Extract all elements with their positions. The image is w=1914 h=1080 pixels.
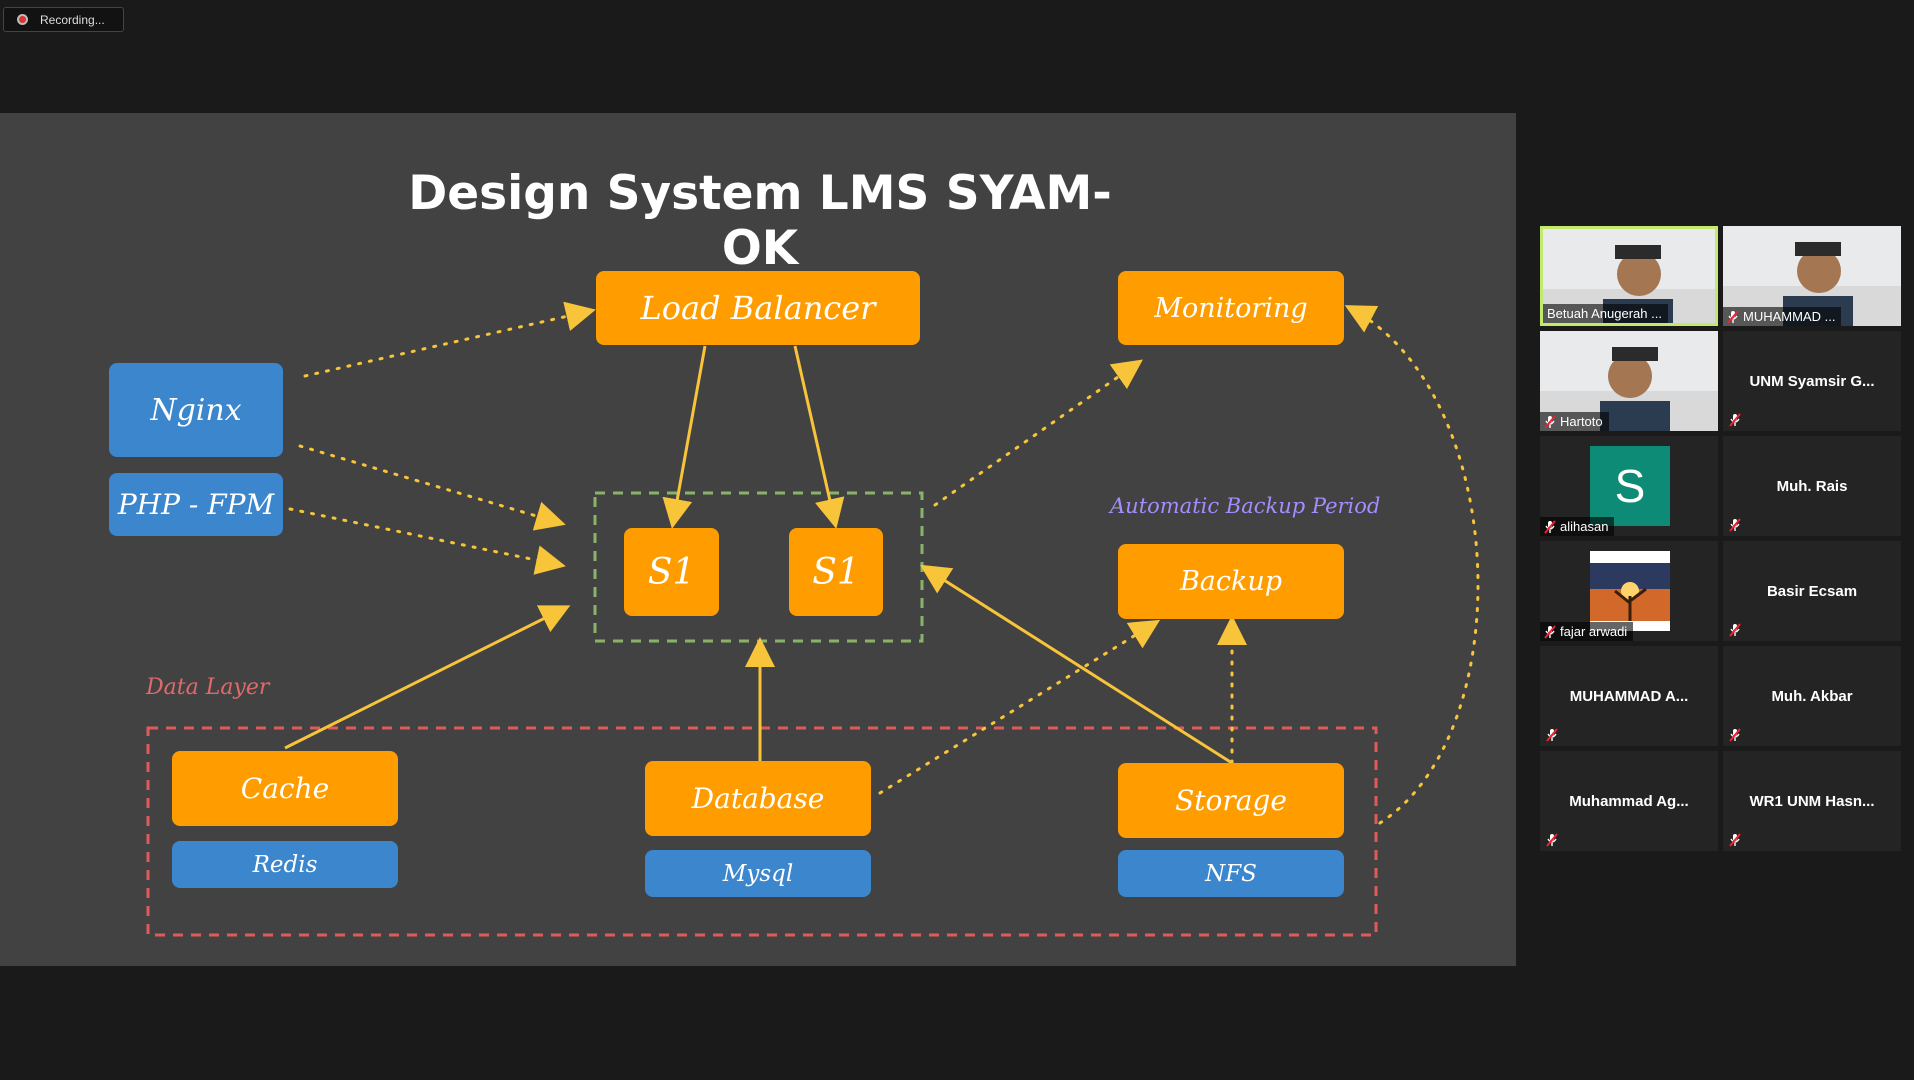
arrow-lb-s1b	[793, 345, 845, 529]
mic-muted-icon	[1546, 728, 1558, 742]
participant-name: Muhammad Ag...	[1569, 792, 1689, 810]
mic-muted-icon	[1729, 833, 1741, 847]
mic-muted-icon	[1729, 413, 1741, 427]
participant-tile[interactable]: Muh. Akbar	[1723, 646, 1901, 746]
php-fpm-box: PHP - FPM	[109, 473, 283, 536]
participant-name-strip: alihasan	[1540, 517, 1615, 536]
arrow-nginx-lb	[303, 301, 596, 378]
diagram-connectors	[146, 301, 1480, 937]
arrow-php-servers	[288, 507, 566, 575]
participant-name: fajar arwadi	[1560, 624, 1628, 639]
mic-muted-icon	[1544, 414, 1556, 429]
arrow-cache-servers	[284, 605, 571, 750]
avatar: S	[1590, 446, 1670, 526]
participant-tile[interactable]: Betuah Anugerah ...	[1540, 226, 1718, 326]
participant-name-strip: Betuah Anugerah ...	[1543, 304, 1668, 323]
arrow-db-backup	[878, 619, 1161, 795]
participant-name: Hartoto	[1560, 414, 1603, 429]
participant-name: WR1 UNM Hasn...	[1749, 792, 1875, 810]
cache-box: Cache	[172, 751, 398, 826]
recording-label: Recording...	[40, 12, 105, 27]
mic-muted-icon	[1544, 519, 1556, 534]
slide-title: Design System LMS SYAM-OK	[408, 166, 1112, 276]
participant-name: alihasan	[1560, 519, 1609, 534]
participant-tile[interactable]: MUHAMMAD ...	[1723, 226, 1901, 326]
participant-tile[interactable]: Hartoto	[1540, 331, 1718, 431]
participant-video	[1540, 331, 1718, 431]
backup-box: Backup	[1118, 544, 1344, 619]
record-icon	[17, 14, 28, 25]
nfs-box: NFS	[1118, 850, 1344, 897]
participant-name: Muh. Akbar	[1771, 687, 1853, 705]
arrow-lb-s1a	[662, 345, 707, 529]
recording-indicator[interactable]: Recording...	[3, 7, 124, 32]
participant-tile[interactable]: MUHAMMAD A...	[1540, 646, 1718, 746]
mic-muted-icon	[1729, 518, 1741, 532]
participant-name: Basir Ecsam	[1766, 582, 1858, 600]
data-layer-label: Data Layer	[146, 675, 270, 700]
mic-muted-icon	[1544, 624, 1556, 639]
mic-muted-icon	[1729, 728, 1741, 742]
arrow-storage-servers	[919, 564, 1233, 765]
database-box: Database	[645, 761, 871, 836]
participant-name: MUHAMMAD ...	[1743, 309, 1836, 324]
participant-tile[interactable]: UNM Syamsir G...	[1723, 331, 1901, 431]
participant-tile[interactable]: Muhammad Ag...	[1540, 751, 1718, 851]
participant-name: Muh. Rais	[1776, 477, 1848, 495]
participant-name-strip: Hartoto	[1540, 412, 1609, 431]
participant-name-strip: MUHAMMAD ...	[1723, 307, 1842, 326]
participant-name-strip: fajar arwadi	[1540, 622, 1634, 641]
arrow-servers-monitoring	[933, 359, 1143, 507]
storage-box: Storage	[1118, 763, 1344, 838]
mysql-box: Mysql	[645, 850, 871, 897]
participant-tile[interactable]: Muh. Rais	[1723, 436, 1901, 536]
server-box-2: S1	[789, 528, 883, 616]
shared-slide: Design System LMS SYAM-OK Load Balancer …	[0, 113, 1516, 966]
participant-name: Betuah Anugerah ...	[1547, 306, 1662, 321]
participant-tile[interactable]: fajar arwadi	[1540, 541, 1718, 641]
data-layer-border	[146, 726, 1378, 937]
participant-name: MUHAMMAD A...	[1569, 687, 1689, 705]
nginx-box: Nginx	[109, 363, 283, 457]
automatic-backup-label: Automatic Backup Period	[1110, 494, 1381, 518]
arrow-storage-monitoring	[1344, 305, 1480, 825]
redis-box: Redis	[172, 841, 398, 888]
participant-tile[interactable]: WR1 UNM Hasn...	[1723, 751, 1901, 851]
participant-name: UNM Syamsir G...	[1749, 372, 1875, 390]
mic-muted-icon	[1546, 833, 1558, 847]
arrow-nginx-servers	[298, 444, 566, 531]
mic-muted-icon	[1727, 309, 1739, 324]
mic-muted-icon	[1729, 623, 1741, 637]
participant-tile[interactable]: Basir Ecsam	[1723, 541, 1901, 641]
monitoring-box: Monitoring	[1118, 271, 1344, 345]
server-box-1: S1	[624, 528, 719, 616]
load-balancer-box: Load Balancer	[596, 271, 920, 345]
